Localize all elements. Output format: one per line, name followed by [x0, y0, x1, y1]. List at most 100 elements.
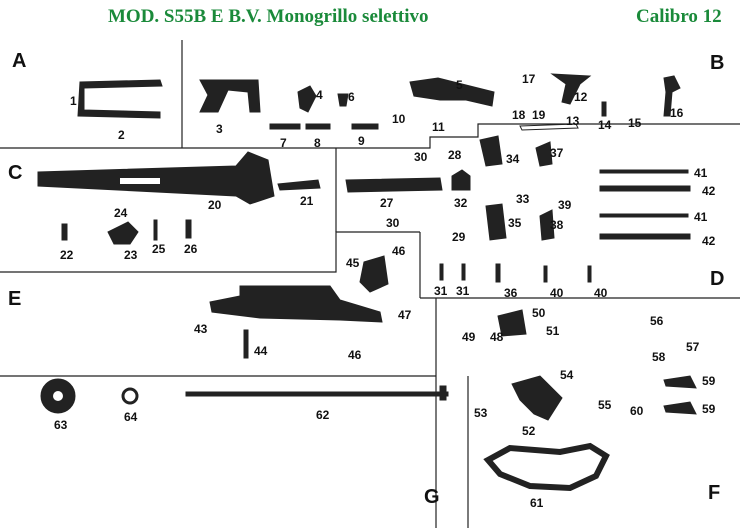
part-12-shape: [550, 73, 592, 105]
section-label-a: A: [12, 50, 27, 72]
part-52-shape: [511, 375, 563, 421]
part-label-2: 2: [118, 128, 125, 142]
part-27-shape: [345, 177, 443, 193]
part-label-15: 15: [628, 116, 642, 130]
part-label-42a: 42: [702, 184, 716, 198]
part-9-shape: [351, 123, 379, 130]
part-62-shape: [185, 391, 449, 397]
part-64-shape: [121, 387, 139, 405]
part-label-45: 45: [346, 256, 360, 270]
part-8-shape: [305, 123, 331, 130]
part-6-shape: [337, 93, 349, 107]
part-35-shape: [485, 203, 507, 241]
part-label-36: 36: [504, 286, 518, 300]
part-label-28: 28: [448, 148, 462, 162]
part-label-47: 47: [398, 308, 412, 322]
part-16-shape: [663, 75, 681, 117]
part-25-shape: [153, 219, 158, 241]
part-label-62: 62: [316, 408, 330, 422]
section-label-e: E: [8, 288, 22, 310]
part-label-29: 29: [452, 230, 466, 244]
part-label-38: 38: [550, 218, 564, 232]
part-label-21: 21: [300, 194, 314, 208]
part-43-shape: [209, 285, 383, 323]
part-36-shape: [495, 263, 501, 283]
part-label-30b: 30: [386, 216, 400, 230]
part-label-35: 35: [508, 216, 522, 230]
part-label-40b: 40: [594, 286, 608, 300]
part-label-12: 12: [574, 90, 588, 104]
part-21-shape: [277, 179, 321, 191]
section-label-c: C: [8, 162, 23, 184]
part-59b-shape: [663, 401, 697, 415]
part-label-7: 7: [280, 136, 287, 150]
part-34-shape: [479, 135, 503, 167]
part-label-31a: 31: [434, 284, 448, 298]
part-label-53: 53: [474, 406, 488, 420]
part-62-head: [439, 385, 447, 401]
part-31a-shape: [439, 263, 444, 281]
part-label-61: 61: [530, 496, 544, 510]
part-label-20: 20: [208, 198, 222, 212]
part-label-30a: 30: [414, 150, 428, 164]
part-label-42b: 42: [702, 234, 716, 248]
part-label-1: 1: [70, 94, 77, 108]
part-label-41b: 41: [694, 210, 708, 224]
part-label-22: 22: [60, 248, 74, 262]
part-label-26: 26: [184, 242, 198, 256]
part-label-46a: 46: [392, 244, 406, 258]
part-label-14: 14: [598, 118, 612, 132]
part-3-shape: [199, 79, 261, 113]
part-label-31b: 31: [456, 284, 470, 298]
part-label-4: 4: [316, 88, 323, 102]
calibre-label: Calibro 12: [636, 6, 722, 27]
part-32-shape: [451, 169, 471, 191]
part-40a-shape: [543, 265, 548, 283]
part-label-63: 63: [54, 418, 68, 432]
part-44-shape: [243, 329, 249, 359]
part-label-50: 50: [532, 306, 546, 320]
part-label-27: 27: [380, 196, 394, 210]
part-label-40a: 40: [550, 286, 564, 300]
part-42b-shape: [599, 233, 691, 240]
part-label-34: 34: [506, 152, 520, 166]
part-label-17: 17: [522, 72, 536, 86]
part-label-43: 43: [194, 322, 208, 336]
part-14-shape: [601, 101, 607, 117]
part-label-59a: 59: [702, 374, 716, 388]
part-label-57: 57: [686, 340, 700, 354]
part-40b-shape: [587, 265, 592, 283]
part-label-56: 56: [650, 314, 664, 328]
part-label-19: 19: [532, 108, 546, 122]
part-31b-shape: [461, 263, 466, 281]
part-38-shape: [539, 209, 555, 241]
part-45-shape: [359, 255, 389, 293]
part-label-49: 49: [462, 330, 476, 344]
part-48-shape: [497, 309, 527, 337]
part-label-32: 32: [454, 196, 468, 210]
part-label-3: 3: [216, 122, 223, 136]
part-1-2-shape: [77, 79, 163, 119]
part-label-58: 58: [652, 350, 666, 364]
part-label-6: 6: [348, 90, 355, 104]
part-label-10: 10: [392, 112, 406, 126]
part-37-shape: [535, 141, 553, 167]
part-20-slot: [120, 178, 160, 184]
section-label-f: F: [708, 482, 721, 504]
part-label-41a: 41: [694, 166, 708, 180]
part-label-24: 24: [114, 206, 128, 220]
part-label-5: 5: [456, 78, 463, 92]
section-label-d: D: [710, 268, 725, 290]
part-label-59b: 59: [702, 402, 716, 416]
part-label-8: 8: [314, 136, 321, 150]
part-13-shape: [519, 123, 579, 131]
part-label-60: 60: [630, 404, 644, 418]
part-label-64: 64: [124, 410, 138, 424]
section-label-b: B: [710, 52, 725, 74]
part-61-shape: [483, 442, 610, 492]
part-label-23: 23: [124, 248, 138, 262]
part-label-18: 18: [512, 108, 526, 122]
part-41b-shape: [599, 213, 689, 218]
part-5-shape: [409, 77, 495, 107]
